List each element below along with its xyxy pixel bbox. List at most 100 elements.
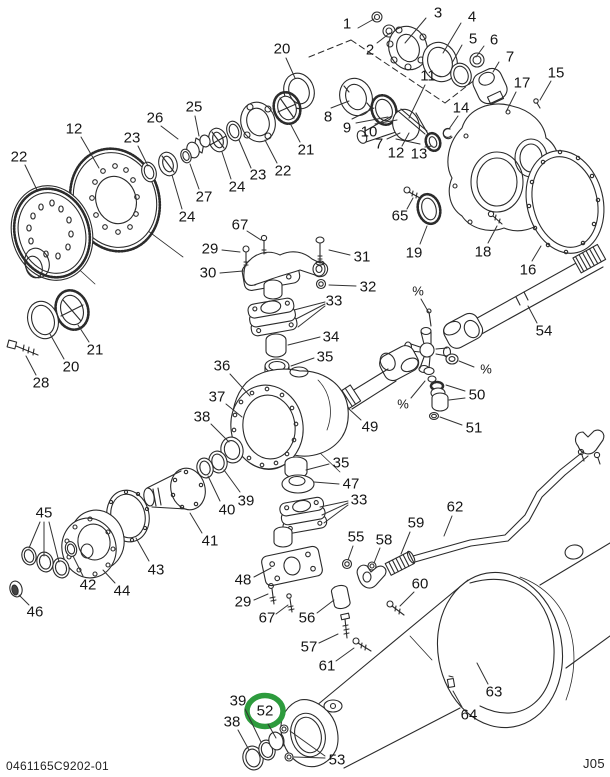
callout-40-48: 40 (219, 502, 236, 519)
leader-line-48-58 (253, 567, 272, 578)
leader-line-28-35 (25, 355, 37, 376)
leader-line-32-40 (328, 284, 357, 287)
callout-17-17: 17 (514, 75, 531, 92)
part-rings-45 (21, 546, 70, 579)
part-axle-housing-63 (279, 542, 610, 769)
part-cap-46 (9, 580, 23, 598)
callout-59-65: 59 (408, 515, 425, 532)
callout-31-39: 31 (354, 249, 371, 266)
document-code: 0461165C9202-01 (6, 759, 110, 773)
callout-%-75: % (412, 284, 424, 299)
leader-line-11-11 (408, 84, 426, 119)
leader-line-16-16 (531, 245, 542, 262)
leader-line-61-67 (335, 647, 355, 662)
part-steering-arm-30 (241, 234, 329, 291)
leader-line-%-75 (420, 298, 430, 314)
callout-37-45: 37 (209, 389, 226, 406)
bolt-28 (6, 339, 39, 356)
leader-line-5-4 (451, 44, 463, 64)
callout-55-61: 55 (348, 529, 365, 546)
leader-line-23-28 (238, 139, 252, 169)
callout-24-32: 24 (179, 209, 196, 226)
leader-line-25-27 (194, 115, 200, 137)
callout-46-54: 46 (27, 604, 44, 621)
callout-22-29: 22 (275, 163, 292, 180)
leader-line-38-46 (210, 423, 230, 443)
dashed-group-outline (308, 39, 491, 104)
leader-line-22-29 (264, 139, 278, 164)
callout-34-42: 34 (323, 329, 340, 346)
leader-line-3-2 (404, 17, 427, 44)
leader-line-36-44 (229, 373, 251, 397)
leader-line-21-33 (77, 324, 90, 343)
callout-44-52: 44 (114, 583, 131, 600)
leader-line-29-59 (253, 593, 269, 601)
callout-35-56: 35 (333, 455, 350, 472)
callout-47-55: 47 (343, 476, 360, 493)
leader-line-31-39 (328, 249, 351, 256)
callout-8-7: 8 (324, 109, 332, 126)
highlight-ring (244, 692, 286, 730)
part-hub-22 (10, 185, 94, 281)
part-diff-internals (141, 72, 315, 183)
leader-line-%-76 (458, 360, 475, 368)
leader-line-47-55 (313, 481, 340, 485)
part-yoke-49 (379, 345, 420, 382)
leader-line-65-20 (406, 197, 414, 210)
leader-line-33-41 (293, 301, 326, 311)
leader-line-24-30 (221, 151, 232, 180)
leader-line-2-1 (376, 32, 391, 44)
callout-13-13: 13 (411, 146, 428, 163)
leader-line-%-77 (410, 380, 426, 399)
callout-41-49: 41 (202, 533, 219, 550)
leader-line-4-3 (442, 22, 462, 54)
leader-line-40-48 (207, 475, 221, 502)
leader-line-45-53 (48, 521, 60, 563)
leader-line-24-32 (171, 174, 183, 210)
leader-line-33-57 (321, 502, 349, 516)
leader-line-35-43 (290, 357, 315, 367)
part-bearing-set-50 (423, 308, 459, 421)
leader-line-64-70 (452, 690, 463, 708)
callout-33-57: 33 (351, 492, 368, 509)
callout-12-12: 12 (388, 145, 405, 162)
callout-53-81: 53 (329, 752, 346, 769)
callout-12-23: 12 (66, 121, 83, 138)
page-code: J05 (583, 756, 605, 771)
leader-line-44-52 (102, 569, 116, 584)
leader-line-35-56 (305, 463, 330, 471)
leader-line-53-81 (289, 730, 326, 757)
callout-39-47: 39 (238, 493, 255, 510)
callout-60-66: 60 (412, 576, 429, 593)
callout-52-79: 52 (257, 703, 274, 720)
part-seals-38-39-40 (196, 436, 244, 479)
part-gasket-16 (525, 149, 605, 255)
leader-line-50-73 (445, 384, 466, 392)
callout-19-19: 19 (406, 245, 423, 262)
callout-58-64: 58 (376, 532, 393, 549)
leader-line-67-36 (246, 230, 262, 241)
callout-65-20: 65 (392, 208, 409, 225)
leader-line-38-80 (237, 729, 250, 751)
leader-line-41-49 (189, 512, 203, 534)
leader-line-10-9 (374, 119, 398, 125)
leader-line-42-50 (72, 555, 84, 577)
leader-line-29-37 (221, 249, 241, 253)
callout-30-38: 30 (200, 265, 217, 282)
leader-line-63-69 (476, 662, 489, 685)
part-spindle-41 (143, 467, 206, 511)
leader-line-8-7 (330, 100, 350, 109)
part-knuckle-36 (230, 366, 349, 470)
part-kingpin-stack-upper (247, 279, 298, 381)
leader-line-7-10 (386, 132, 401, 140)
callout-62-68: 62 (447, 499, 464, 516)
leader-line-23-25 (137, 145, 149, 167)
leader-line-12-12 (401, 132, 410, 147)
leader-line-58-64 (373, 547, 381, 564)
callout-57-63: 57 (301, 639, 318, 656)
callout-27-31: 27 (196, 189, 213, 206)
bolt-65 (403, 186, 421, 199)
part-seal-20-lower (27, 300, 59, 340)
